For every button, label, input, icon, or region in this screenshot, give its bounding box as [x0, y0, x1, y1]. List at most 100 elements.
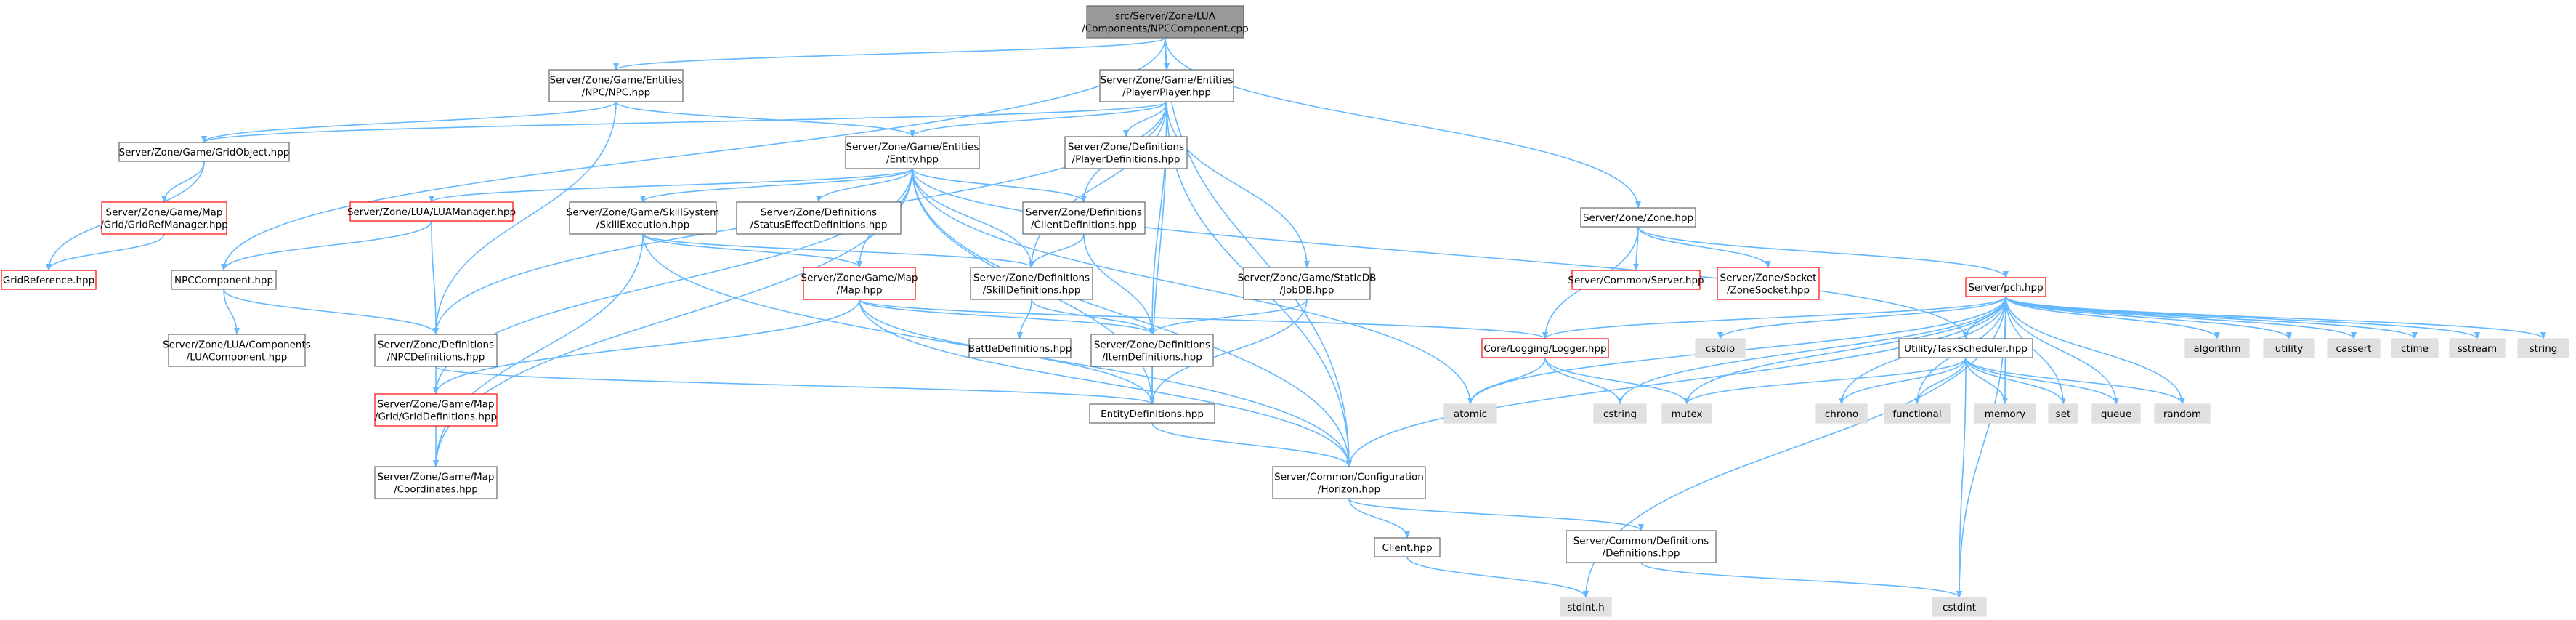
node-chrono[interactable]: chrono — [1815, 403, 1868, 424]
node-random[interactable]: random — [2154, 403, 2211, 424]
node-box-mutex — [1661, 403, 1712, 424]
node-logger_hpp[interactable]: Core/Logging/Logger.hpp — [1481, 338, 1609, 358]
node-box-skillexec_hpp — [569, 201, 717, 235]
node-label-statuseffect_hpp-line-1: /StatusEffectDefinitions.hpp — [750, 220, 888, 231]
node-commondefs_hpp[interactable]: Server/Common/Definitions/Definitions.hp… — [1566, 530, 1717, 563]
node-box-server_hpp — [1571, 270, 1701, 290]
edge-entity_hpp-to-skillexec_hpp — [640, 168, 913, 203]
node-cstdio[interactable]: cstdio — [1695, 338, 1746, 358]
node-statuseffect_hpp[interactable]: Server/Zone/Definitions/StatusEffectDefi… — [736, 201, 902, 235]
node-gridrefmgr_hpp[interactable]: Server/Zone/Game/Map/Grid/GridRefManager… — [100, 201, 228, 235]
node-box-gridrefmgr_hpp — [101, 201, 227, 235]
node-label-luamanager_hpp-line-0: Server/Zone/LUA/LUAManager.hpp — [347, 206, 516, 218]
node-luamanager_hpp[interactable]: Server/Zone/LUA/LUAManager.hpp — [347, 201, 516, 222]
node-string[interactable]: string — [2517, 338, 2569, 358]
edge-player_hpp-to-playerdefs_hpp — [1123, 101, 1167, 137]
edge-taskscheduler_hpp-to-cstdint — [1956, 357, 1967, 598]
node-label-npccomp_cpp-line-0: src/Server/Zone/LUA — [1115, 11, 1216, 23]
node-entity_hpp[interactable]: Server/Zone/Game/Entities/Entity.hpp — [845, 136, 980, 169]
edge-luamanager_hpp-to-npcdefs_hpp — [431, 220, 439, 335]
node-cstdint[interactable]: cstdint — [1932, 597, 1987, 617]
edge-pch_hpp-to-sstream — [2005, 296, 2480, 339]
node-label-npc_hpp-line-1: /NPC/NPC.hpp — [582, 87, 650, 99]
node-atomic[interactable]: atomic — [1443, 403, 1497, 424]
node-label-jobdb_hpp-line-1: /JobDB.hpp — [1279, 285, 1334, 297]
node-horizon_hpp[interactable]: Server/Common/Configuration/Horizon.hpp — [1272, 466, 1426, 499]
node-gridref_hpp[interactable]: GridReference.hpp — [1, 270, 97, 290]
node-utility[interactable]: utility — [2263, 338, 2315, 358]
node-npccomp_cpp[interactable]: src/Server/Zone/LUA/Components/NPCCompon… — [1082, 5, 1249, 39]
node-jobdb_hpp[interactable]: Server/Zone/Game/StaticDB/JobDB.hpp — [1238, 267, 1377, 300]
node-label-pch_hpp-line-0: Server/pch.hpp — [1968, 282, 2043, 294]
node-memory[interactable]: memory — [1974, 403, 2036, 424]
node-itemdefs_hpp[interactable]: Server/Zone/Definitions/ItemDefinitions.… — [1090, 334, 1214, 367]
node-clientdefs_hpp[interactable]: Server/Zone/Definitions/ClientDefinition… — [1022, 201, 1146, 235]
node-label-griddefs_hpp-line-1: /Grid/GridDefinitions.hpp — [375, 411, 497, 423]
node-battledefs_hpp[interactable]: BattleDefinitions.hpp — [968, 338, 1072, 358]
node-player_hpp[interactable]: Server/Zone/Game/Entities/Player/Player.… — [1099, 69, 1234, 102]
node-box-client_hpp — [1374, 537, 1441, 557]
node-label-cassert-line-0: cassert — [2336, 343, 2372, 355]
edge-map_hpp-to-horizon_hpp — [859, 299, 1352, 467]
edge-pch_hpp-to-mutex — [1684, 296, 2006, 405]
node-box-logger_hpp — [1481, 338, 1609, 358]
node-skilldefs_hpp[interactable]: Server/Zone/Definitions/SkillDefinitions… — [970, 267, 1093, 300]
node-zone_hpp[interactable]: Server/Zone/Zone.hpp — [1580, 207, 1696, 228]
node-box-zonesocket_hpp — [1717, 267, 1820, 300]
node-npccomponent_hpp[interactable]: NPCComponent.hpp — [171, 270, 277, 290]
node-label-gridobject_hpp-line-0: Server/Zone/Game/GridObject.hpp — [119, 147, 290, 158]
edge-horizon_hpp-to-client_hpp — [1348, 498, 1410, 539]
node-client_hpp[interactable]: Client.hpp — [1374, 537, 1441, 557]
edges-layer — [46, 37, 2546, 598]
node-box-griddefs_hpp — [374, 393, 498, 427]
node-box-commondefs_hpp — [1566, 530, 1717, 563]
node-algorithm[interactable]: algorithm — [2184, 338, 2250, 358]
edge-npccomponent_hpp-to-luacomponent_hpp — [223, 289, 240, 335]
node-stdint_h[interactable]: stdint.h — [1560, 597, 1612, 617]
node-pch_hpp[interactable]: Server/pch.hpp — [1965, 277, 2046, 297]
node-label-clientdefs_hpp-line-0: Server/Zone/Definitions — [1026, 207, 1142, 219]
node-sstream[interactable]: sstream — [2449, 338, 2506, 358]
node-ctime[interactable]: ctime — [2391, 338, 2439, 358]
edge-pch_hpp-to-string — [2005, 296, 2546, 339]
node-skillexec_hpp[interactable]: Server/Zone/Game/SkillSystem/SkillExecut… — [567, 201, 719, 235]
edge-map_hpp-to-itemdefs_hpp — [859, 299, 1155, 335]
edge-horizon_hpp-to-commondefs_hpp — [1348, 498, 1644, 531]
node-box-zone_hpp — [1580, 207, 1696, 228]
node-mutex[interactable]: mutex — [1661, 403, 1712, 424]
node-npc_hpp[interactable]: Server/Zone/Game/Entities/NPC/NPC.hpp — [548, 69, 684, 102]
node-griddefs_hpp[interactable]: Server/Zone/Game/Map/Grid/GridDefinition… — [374, 393, 498, 427]
node-npcdefs_hpp[interactable]: Server/Zone/Definitions/NPCDefinitions.h… — [374, 334, 498, 367]
edge-gridrefmgr_hpp-to-gridref_hpp — [46, 233, 165, 271]
node-box-functional — [1884, 403, 1951, 424]
node-set[interactable]: set — [2048, 403, 2078, 424]
node-playerdefs_hpp[interactable]: Server/Zone/Definitions/PlayerDefinition… — [1064, 136, 1188, 169]
edge-taskscheduler_hpp-to-mutex — [1684, 357, 1967, 405]
node-label-skilldefs_hpp-line-0: Server/Zone/Definitions — [973, 273, 1090, 284]
node-zonesocket_hpp[interactable]: Server/Zone/Socket/ZoneSocket.hpp — [1717, 267, 1820, 300]
node-label-cstring-line-0: cstring — [1603, 408, 1637, 420]
node-cassert[interactable]: cassert — [2327, 338, 2381, 358]
node-label-set-line-0: set — [2056, 408, 2071, 420]
node-cstring[interactable]: cstring — [1593, 403, 1647, 424]
node-label-ctime-line-0: ctime — [2401, 343, 2429, 355]
node-luacomponent_hpp[interactable]: Server/Zone/LUA/Components/LUAComponent.… — [163, 334, 311, 367]
node-queue[interactable]: queue — [2091, 403, 2141, 424]
nodes-layer: src/Server/Zone/LUA/Components/NPCCompon… — [1, 5, 2569, 617]
node-box-taskscheduler_hpp — [1898, 338, 2033, 358]
node-map_hpp[interactable]: Server/Zone/Game/Map/Map.hpp — [801, 267, 918, 300]
edge-skillexec_hpp-to-map_hpp — [642, 233, 862, 268]
node-label-stdint_h-line-0: stdint.h — [1567, 602, 1604, 613]
node-coordinates_hpp[interactable]: Server/Zone/Game/Map/Coordinates.hpp — [374, 466, 498, 499]
node-box-npccomponent_hpp — [171, 270, 277, 290]
node-label-cstdio-line-0: cstdio — [1706, 343, 1735, 355]
node-gridobject_hpp[interactable]: Server/Zone/Game/GridObject.hpp — [118, 142, 290, 162]
edge-logger_hpp-to-atomic — [1467, 357, 1546, 405]
node-server_hpp[interactable]: Server/Common/Server.hpp — [1568, 270, 1704, 290]
node-label-map_hpp-line-1: /Map.hpp — [836, 285, 882, 297]
node-entitydefs_hpp[interactable]: EntityDefinitions.hpp — [1089, 403, 1215, 424]
edge-pch_hpp-to-logger_hpp — [1542, 296, 2006, 339]
node-taskscheduler_hpp[interactable]: Utility/TaskScheduler.hpp — [1898, 338, 2033, 358]
edge-skillexec_hpp-to-skilldefs_hpp — [642, 233, 1034, 268]
node-functional[interactable]: functional — [1884, 403, 1951, 424]
